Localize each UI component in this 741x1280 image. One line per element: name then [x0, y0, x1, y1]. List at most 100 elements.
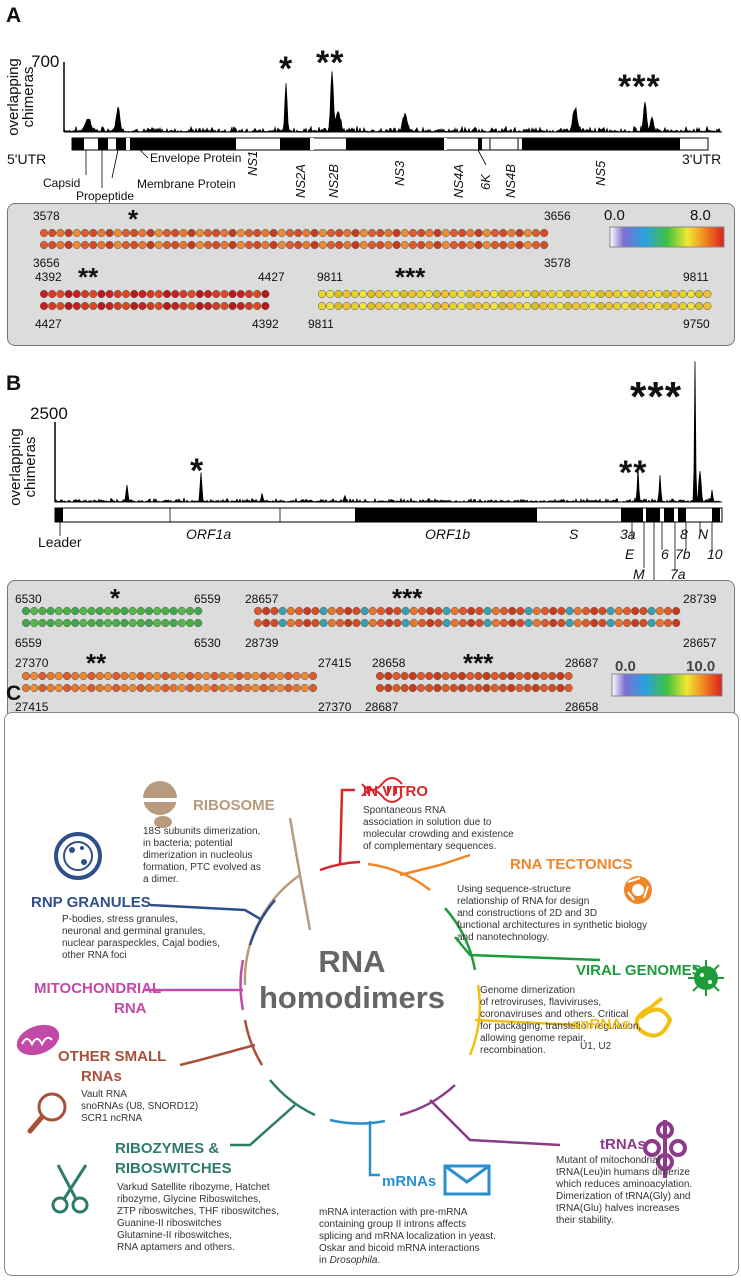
gene-10: 10 — [707, 546, 723, 562]
gene-propeptide: Propeptide — [76, 189, 135, 203]
panel-a-star-3: *** — [618, 68, 661, 106]
panel-b-structures — [21, 606, 723, 697]
b-s4-right-bottom: 28658 — [565, 700, 599, 714]
b-s1-right-bottom: 6530 — [194, 636, 221, 650]
gene-n: N — [698, 526, 709, 542]
panel-b-structure-box — [7, 580, 735, 727]
a-s2-right-bottom: 4392 — [252, 317, 279, 331]
a-s2-left-top: 4392 — [35, 270, 62, 284]
panel-b-struct-star-2: *** — [392, 583, 423, 613]
b-s1-left-bottom: 6559 — [15, 636, 42, 650]
rnp-title: RNP GRANULES — [31, 894, 151, 911]
b-s3-right-bottom: 27370 — [318, 700, 352, 714]
panel-a-coverage-plot — [63, 62, 722, 188]
gene-s: S — [569, 526, 579, 542]
panel-b-star-2: ** — [619, 454, 648, 492]
mito-title-1: MITOCHONDRIAL — [34, 980, 162, 997]
panel-a-y-max: 700 — [31, 52, 60, 71]
a-s1-right-bottom: 3578 — [544, 256, 571, 270]
b-s3-left-bottom: 27415 — [15, 700, 49, 714]
a-s3-right-top: 9811 — [683, 270, 709, 284]
panel-a-star-2: ** — [316, 44, 345, 82]
panel-a-letter: A — [6, 4, 22, 27]
panel-a-scale-min: 0.0 — [604, 207, 625, 224]
ribozymes-title-1: RIBOZYMES & — [115, 1140, 220, 1157]
panel-a-structures — [39, 226, 725, 311]
gene-7a: 7a — [670, 566, 686, 582]
panel-b-coverage-plot — [54, 361, 723, 590]
gene-6k: 6K — [478, 174, 493, 190]
gene-ns1: NS1 — [245, 150, 260, 176]
panel-b-star-1: * — [190, 452, 205, 490]
mito-title-2: RNA — [114, 1000, 147, 1017]
tectonics-title: RNA TECTONICS — [510, 856, 633, 873]
gene-orf1a: ORF1a — [186, 526, 232, 542]
gene-orf1b: ORF1b — [425, 526, 471, 542]
gene-m: M — [633, 566, 645, 582]
b-s1-left-top: 6530 — [15, 592, 42, 606]
b-s3-left-top: 27370 — [15, 656, 49, 670]
panel-a-struct-star-1: * — [128, 204, 139, 234]
othersmall-title-1: OTHER SMALL — [58, 1048, 167, 1065]
gene-7b: 7b — [675, 546, 691, 562]
a-s1-left-bottom: 3656 — [33, 256, 60, 270]
viral-title: VIRAL GENOMES — [576, 962, 702, 979]
b-s2-right-top: 28739 — [683, 592, 717, 606]
gene-3a: 3a — [620, 526, 636, 542]
gene-envelope: Envelope Protein — [150, 151, 242, 165]
gene-capsid: Capsid — [43, 176, 81, 190]
center-title-rna: RNA — [318, 944, 386, 979]
a-s3-left-top: 9811 — [317, 270, 343, 284]
aperture-icon — [624, 876, 652, 904]
panel-a-star-1: * — [279, 50, 294, 88]
center-title-homodimers: homodimers — [258, 980, 446, 1015]
panel-a-struct-star-3: *** — [395, 262, 426, 292]
dna-icon — [361, 777, 403, 803]
panel-b-letter: B — [6, 372, 22, 395]
b-s4-left-bottom: 28687 — [365, 700, 399, 714]
panel-a-struct-star-2: ** — [78, 262, 99, 292]
envelope-icon — [443, 1164, 491, 1196]
gene-ns2b: NS2B — [326, 164, 341, 198]
gene-ns5: NS5 — [593, 160, 608, 186]
gene-e: E — [625, 546, 635, 562]
granule-icon — [54, 832, 102, 880]
b-s2-left-bottom: 28739 — [245, 636, 279, 650]
b-s4-left-top: 28658 — [372, 656, 406, 670]
snrna-title: snRNAs — [572, 1016, 631, 1033]
othersmall-title-2: RNAs — [81, 1068, 122, 1085]
trna-title: tRNAs — [600, 1136, 646, 1153]
panel-b-struct-star-3: ** — [86, 648, 107, 678]
virus-icon — [688, 960, 724, 996]
ribosome-desc: 18S subunits dimerization,in bacteria; p… — [143, 826, 261, 885]
ribozymes-title-2: RIBOSWITCHES — [115, 1160, 232, 1177]
magnifier-icon — [27, 1092, 67, 1134]
panel-c-box — [4, 712, 739, 1276]
panel-b-scale-min: 0.0 — [615, 658, 636, 675]
gene-6: 6 — [661, 546, 669, 562]
panel-b-struct-star-1: * — [110, 583, 121, 613]
panel-c-letter: C — [6, 682, 22, 705]
gene-ns4a: NS4A — [451, 164, 466, 198]
snrna-knot-icon — [634, 996, 673, 1038]
trna-icon — [643, 1120, 687, 1178]
gene-ns2a: NS2A — [293, 164, 308, 198]
a-s1-left-top: 3578 — [33, 209, 60, 223]
panel-b-struct-star-4: *** — [463, 648, 494, 678]
ribosome-title: RIBOSOME — [193, 797, 275, 814]
b-s2-right-bottom: 28657 — [683, 636, 717, 650]
b-s1-right-top: 6559 — [194, 592, 221, 606]
gene-3utr: 3'UTR — [682, 151, 722, 167]
a-s3-right-bottom: 9750 — [683, 317, 710, 331]
b-s4-right-top: 28687 — [565, 656, 599, 670]
a-s3-left-bottom: 9811 — [308, 317, 334, 331]
gene-5utr: 5'UTR — [7, 151, 47, 167]
a-s2-right-top: 4427 — [258, 270, 285, 284]
